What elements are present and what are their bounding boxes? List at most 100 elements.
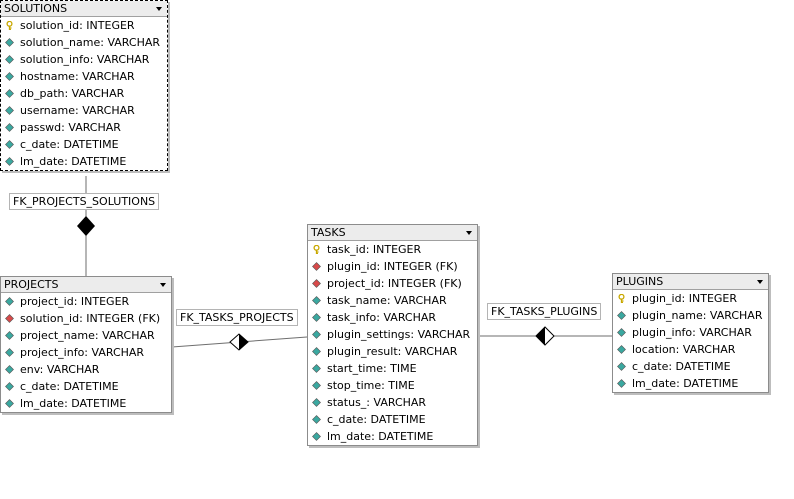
column-row[interactable]: env: VARCHAR <box>1 361 171 378</box>
column-label: solution_id: INTEGER (FK) <box>20 312 161 325</box>
column-diamond-icon <box>617 379 626 388</box>
column-row[interactable]: username: VARCHAR <box>1 102 167 119</box>
column-label: db_path: VARCHAR <box>20 87 125 100</box>
primary-key-icon <box>6 21 13 30</box>
column-diamond-icon <box>312 432 321 441</box>
column-row[interactable]: c_date: DATETIME <box>1 378 171 395</box>
column-row[interactable]: passwd: VARCHAR <box>1 119 167 136</box>
column-diamond-icon <box>5 399 14 408</box>
column-row[interactable]: task_id: INTEGER <box>308 241 477 258</box>
table-projects[interactable]: PROJECTS project_id: INTEGER solution_id: … <box>0 276 172 413</box>
column-row[interactable]: project_id: INTEGER <box>1 293 171 310</box>
table-header[interactable]: PROJECTS <box>1 277 171 293</box>
column-label: project_id: INTEGER <box>20 295 130 308</box>
column-row[interactable]: plugin_id: INTEGER <box>613 290 768 307</box>
column-row[interactable]: c_date: DATETIME <box>308 411 477 428</box>
column-diamond-icon <box>312 296 321 305</box>
column-row[interactable]: hostname: VARCHAR <box>1 68 167 85</box>
column-row[interactable]: solution_id: INTEGER <box>1 17 167 34</box>
column-label: status_: VARCHAR <box>327 396 427 409</box>
column-label: lm_date: DATETIME <box>632 377 739 390</box>
column-label: c_date: DATETIME <box>20 380 119 393</box>
column-label: project_id: INTEGER (FK) <box>327 277 462 290</box>
column-row[interactable]: project_name: VARCHAR <box>1 327 171 344</box>
column-row[interactable]: lm_date: DATETIME <box>1 153 167 170</box>
table-menu-arrow-icon[interactable] <box>156 7 162 11</box>
column-row[interactable]: stop_time: TIME <box>308 377 477 394</box>
table-tasks[interactable]: TASKS task_id: INTEGER plugin_id: INTEGER … <box>307 224 478 446</box>
column-label: project_info: VARCHAR <box>20 346 145 359</box>
table-menu-arrow-icon[interactable] <box>466 231 472 235</box>
table-menu-arrow-icon[interactable] <box>160 283 166 287</box>
column-row[interactable]: start_time: TIME <box>308 360 477 377</box>
column-row[interactable]: task_info: VARCHAR <box>308 309 477 326</box>
table-plugins[interactable]: PLUGINS plugin_id: INTEGER plugin_name: VA… <box>612 273 769 393</box>
table-solutions[interactable]: SOLUTIONS solution_id: INTEGER solution_na… <box>0 0 168 171</box>
column-row[interactable]: plugin_name: VARCHAR <box>613 307 768 324</box>
column-label: task_info: VARCHAR <box>327 311 437 324</box>
column-row[interactable]: project_id: INTEGER (FK) <box>308 275 477 292</box>
column-row[interactable]: lm_date: DATETIME <box>1 395 171 412</box>
column-label: lm_date: DATETIME <box>20 397 127 410</box>
primary-key-icon <box>618 294 625 303</box>
column-row[interactable]: plugin_result: VARCHAR <box>308 343 477 360</box>
column-diamond-icon <box>5 331 14 340</box>
column-label: env: VARCHAR <box>20 363 100 376</box>
column-row[interactable]: db_path: VARCHAR <box>1 85 167 102</box>
column-row[interactable]: lm_date: DATETIME <box>308 428 477 445</box>
table-menu-arrow-icon[interactable] <box>757 280 763 284</box>
foreign-key-diamond-icon <box>312 262 321 271</box>
table-header[interactable]: SOLUTIONS <box>1 1 167 17</box>
column-diamond-icon <box>5 38 14 47</box>
column-label: task_name: VARCHAR <box>327 294 447 307</box>
column-row[interactable]: c_date: DATETIME <box>1 136 167 153</box>
fk-projects-solutions-diamond-icon <box>77 216 95 236</box>
column-label: plugin_id: INTEGER <box>632 292 738 305</box>
column-row[interactable]: solution_name: VARCHAR <box>1 34 167 51</box>
column-label: project_name: VARCHAR <box>20 329 155 342</box>
column-diamond-icon <box>312 330 321 339</box>
column-row[interactable]: solution_info: VARCHAR <box>1 51 167 68</box>
fk-projects-solutions-label[interactable]: FK_PROJECTS_SOLUTIONS <box>9 193 160 210</box>
column-row[interactable]: c_date: DATETIME <box>613 358 768 375</box>
foreign-key-diamond-icon <box>5 314 14 323</box>
column-row[interactable]: plugin_id: INTEGER (FK) <box>308 258 477 275</box>
column-diamond-icon <box>312 415 321 424</box>
table-title: PLUGINS <box>616 275 664 288</box>
column-row[interactable]: solution_id: INTEGER (FK) <box>1 310 171 327</box>
column-diamond-icon <box>617 362 626 371</box>
column-row[interactable]: plugin_info: VARCHAR <box>613 324 768 341</box>
column-diamond-icon <box>5 72 14 81</box>
table-header[interactable]: PLUGINS <box>613 274 768 290</box>
fk-tasks-projects-label[interactable]: FK_TASKS_PROJECTS <box>176 309 298 326</box>
column-diamond-icon <box>5 382 14 391</box>
column-diamond-icon <box>5 106 14 115</box>
column-row[interactable]: task_name: VARCHAR <box>308 292 477 309</box>
column-row[interactable]: plugin_settings: VARCHAR <box>308 326 477 343</box>
column-label: hostname: VARCHAR <box>20 70 135 83</box>
column-diamond-icon <box>5 348 14 357</box>
column-row[interactable]: project_info: VARCHAR <box>1 344 171 361</box>
table-title: PROJECTS <box>4 278 59 291</box>
column-label: lm_date: DATETIME <box>327 430 434 443</box>
column-row[interactable]: status_: VARCHAR <box>308 394 477 411</box>
column-diamond-icon <box>5 157 14 166</box>
column-label: task_id: INTEGER <box>327 243 422 256</box>
table-header[interactable]: TASKS <box>308 225 477 241</box>
column-diamond-icon <box>5 55 14 64</box>
fk-tasks-plugins-label[interactable]: FK_TASKS_PLUGINS <box>487 303 602 320</box>
column-label: passwd: VARCHAR <box>20 121 121 134</box>
column-row[interactable]: lm_date: DATETIME <box>613 375 768 392</box>
column-label: solution_name: VARCHAR <box>20 36 161 49</box>
column-label: plugin_info: VARCHAR <box>632 326 752 339</box>
column-label: c_date: DATETIME <box>20 138 119 151</box>
table-title: TASKS <box>311 226 346 239</box>
column-diamond-icon <box>5 123 14 132</box>
column-label: solution_id: INTEGER <box>20 19 135 32</box>
column-label: plugin_id: INTEGER (FK) <box>327 260 458 273</box>
column-diamond-icon <box>5 365 14 374</box>
column-diamond-icon <box>312 347 321 356</box>
column-label: username: VARCHAR <box>20 104 135 117</box>
column-row[interactable]: location: VARCHAR <box>613 341 768 358</box>
column-diamond-icon <box>5 89 14 98</box>
